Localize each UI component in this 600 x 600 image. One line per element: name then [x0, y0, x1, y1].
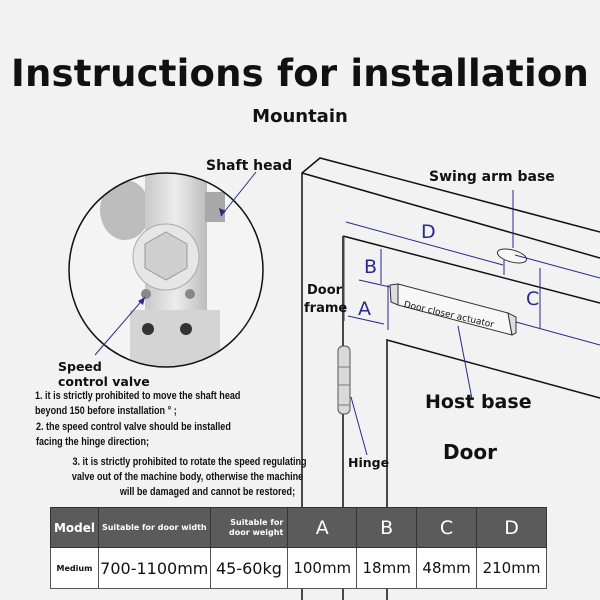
note-3: 3. it is strictly prohibited to rotate t… — [14, 455, 307, 500]
header-c: C — [416, 507, 478, 548]
header-door-weight: Suitable for door weight — [209, 507, 289, 548]
note-1: 1. it is strictly prohibited to move the… — [35, 389, 299, 419]
page-title: Instructions for installation — [11, 52, 589, 95]
door-frame-label-1: Door — [307, 283, 343, 298]
cell-c: 48mm — [416, 547, 478, 589]
note-1-line-2: beyond 150 before installation ° ; — [35, 405, 177, 417]
dimension-lines — [345, 190, 600, 456]
header-a: A — [287, 507, 358, 548]
dimension-b-label: B — [364, 256, 378, 278]
host-base-label: Host base — [425, 391, 532, 413]
note-2-line-2: facing the hinge direction; — [36, 436, 149, 448]
cell-b: 18mm — [356, 547, 418, 589]
cell-d: 210mm — [476, 547, 547, 589]
speed-control-valve-label-2: control valve — [58, 374, 150, 389]
spec-table: Model Suitable for door width Suitable f… — [50, 507, 547, 589]
cell-model: Medium — [50, 547, 99, 589]
dimension-a-label: A — [358, 298, 371, 320]
note-2-line-1: 2. the speed control valve should be ins… — [36, 421, 231, 433]
cell-door-width: 700-1100mm — [97, 547, 211, 589]
cell-a: 100mm — [287, 547, 358, 589]
header-b: B — [356, 507, 418, 548]
note-3-line-2: valve out of the machine body, otherwise… — [71, 471, 304, 483]
shaft-head-label: Shaft head — [206, 158, 293, 174]
door-frame-label-2: frame — [304, 301, 348, 316]
header-door-width: Suitable for door width — [97, 507, 211, 548]
note-3-line-1: 3. it is strictly prohibited to rotate t… — [72, 456, 307, 468]
table-row: Medium 700-1100mm 45-60kg 100mm 18mm 48m… — [50, 547, 547, 589]
product-closeup-image — [69, 173, 263, 367]
swing-arm-base-shape — [496, 248, 528, 264]
hinge-label: Hinge — [348, 455, 390, 470]
hinge-icon — [337, 345, 351, 415]
speed-control-valve-label-1: Speed — [58, 359, 102, 374]
dimension-c-label: C — [526, 288, 540, 310]
header-model: Model — [50, 507, 99, 548]
note-3-line-3: will be damaged and cannot be restored; — [119, 486, 295, 498]
table-header-row: Model Suitable for door width Suitable f… — [50, 507, 547, 548]
note-1-line-1: 1. it is strictly prohibited to move the… — [35, 390, 241, 402]
note-2: 2. the speed control valve should be ins… — [36, 420, 286, 450]
header-d: D — [476, 507, 547, 548]
dimension-d-label: D — [421, 221, 436, 243]
swing-arm-base-label: Swing arm base — [429, 169, 555, 185]
cell-door-weight: 45-60kg — [209, 547, 289, 589]
door-label: Door — [443, 440, 497, 464]
brand-name: Mountain — [252, 106, 348, 127]
